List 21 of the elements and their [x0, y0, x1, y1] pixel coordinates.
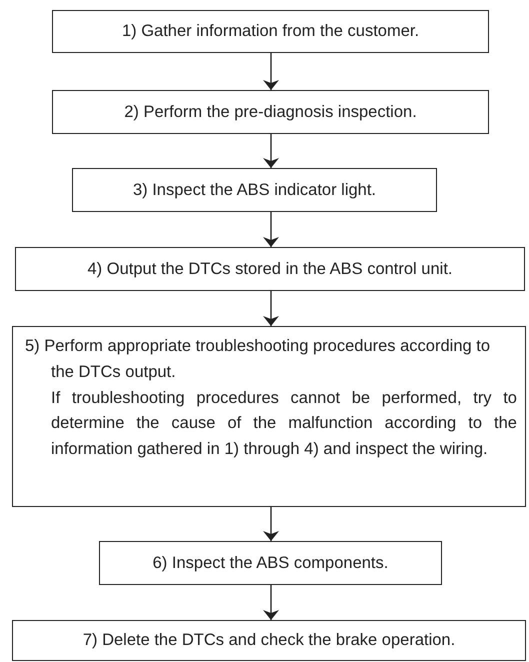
step-text: 6) Inspect the ABS components. [152, 554, 388, 572]
arrow [263, 53, 279, 90]
arrow [263, 585, 279, 620]
arrow [263, 291, 279, 326]
process-box [72, 168, 437, 212]
step-text: 5) Perform appropriate troubleshooting procedures according to the DTCs output. [25, 336, 492, 383]
step-text: 3) Inspect the ABS indicator light. [132, 180, 376, 200]
process-box [52, 90, 489, 134]
arrow [263, 507, 279, 541]
arrow [263, 212, 279, 247]
process-box [99, 541, 442, 585]
step-text: 4) Output the DTCs stored in the ABS control unit. [87, 260, 452, 278]
step-text: 7) Delete the DTCs and check the brake operation. [82, 631, 456, 650]
step-text: 2) Perform the pre-diagnosis inspection. [124, 102, 417, 122]
step-text: If troubleshooting procedures cannot be performed, try to determine the cause of the malfunction according to the information gathered in 1) through 4) and inspect the wiring. [50, 388, 517, 460]
process-box [12, 326, 526, 507]
process-box [15, 247, 525, 291]
process-box [12, 620, 526, 661]
step-text: 1) Gather information from the customer. [122, 22, 420, 41]
arrow [263, 134, 279, 168]
process-box [52, 10, 489, 53]
